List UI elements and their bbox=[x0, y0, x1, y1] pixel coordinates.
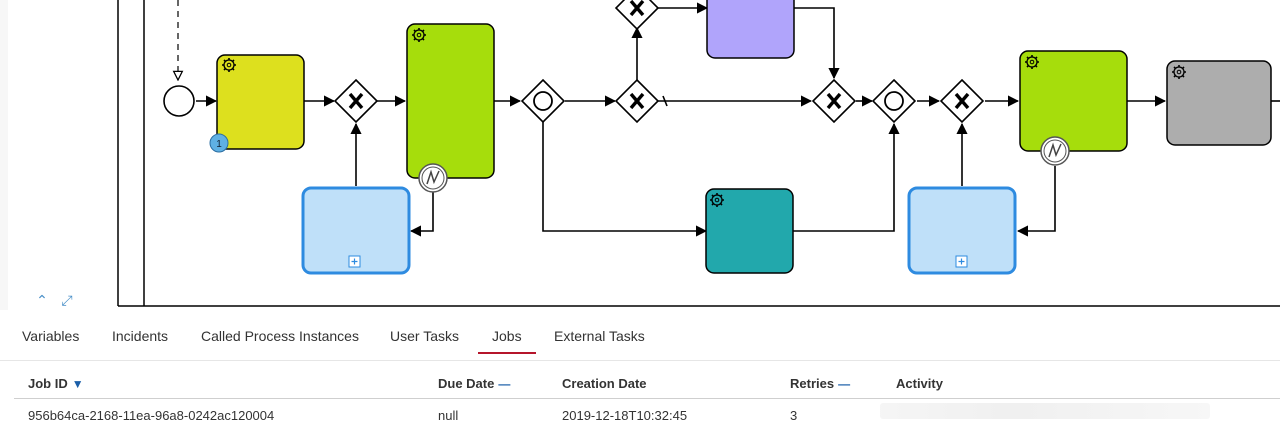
gateway-exclusive-5[interactable] bbox=[939, 78, 985, 124]
task-yellow[interactable] bbox=[216, 54, 305, 150]
tab-called-process-instances[interactable]: Called Process Instances bbox=[201, 328, 359, 344]
tab-variables[interactable]: Variables bbox=[22, 328, 80, 344]
column-header-job-id[interactable]: Job ID▼ bbox=[28, 376, 84, 391]
subprocess-2[interactable] bbox=[907, 186, 1017, 275]
gateway-exclusive-1[interactable] bbox=[333, 78, 379, 124]
task-gray[interactable] bbox=[1166, 60, 1272, 146]
start-event[interactable] bbox=[163, 85, 195, 117]
timer-icon[interactable] bbox=[1040, 136, 1070, 166]
subprocess-1[interactable] bbox=[301, 186, 411, 275]
process-diagram[interactable]: 1 bbox=[0, 0, 1280, 310]
cell-job-id: 956b64ca-2168-11ea-96a8-0242ac120004 bbox=[28, 408, 275, 423]
task-green-2[interactable] bbox=[1019, 50, 1128, 152]
column-header-activity[interactable]: Activity bbox=[896, 376, 943, 391]
column-header-creation-date[interactable]: Creation Date bbox=[562, 376, 647, 391]
sequence-flows bbox=[196, 2, 1280, 237]
cell-retries[interactable]: 3 bbox=[790, 408, 798, 423]
gateway-inclusive-1[interactable] bbox=[521, 79, 565, 123]
chevron-down-icon[interactable]: ▼ bbox=[71, 377, 84, 391]
timer-icon[interactable] bbox=[418, 163, 448, 193]
gateway-exclusive-2[interactable] bbox=[614, 78, 660, 124]
tab-external-tasks[interactable]: External Tasks bbox=[554, 328, 645, 344]
minus-icon[interactable]: — bbox=[838, 377, 851, 391]
gateway-exclusive-3[interactable] bbox=[614, 0, 660, 31]
minus-icon[interactable]: — bbox=[498, 377, 511, 391]
cell-creation-date: 2019-12-18T10:32:45 bbox=[562, 408, 688, 423]
detail-tabs: Variables Incidents Called Process Insta… bbox=[0, 310, 1280, 361]
svg-text:1: 1 bbox=[216, 139, 222, 150]
diagram-left-margin bbox=[0, 0, 8, 310]
pool-border bbox=[117, 0, 1280, 307]
column-header-retries[interactable]: Retries— bbox=[790, 376, 851, 391]
collapse-icon[interactable]: ⌃ bbox=[36, 292, 48, 308]
tab-jobs[interactable]: Jobs bbox=[478, 328, 536, 354]
cell-due-date: null bbox=[438, 408, 459, 423]
task-purple[interactable] bbox=[706, 0, 795, 59]
header-divider bbox=[14, 398, 1280, 399]
column-header-due-date[interactable]: Due Date— bbox=[438, 376, 511, 391]
cell-activity-redacted bbox=[880, 403, 1210, 419]
task-green-1[interactable] bbox=[406, 23, 495, 179]
task-teal[interactable] bbox=[705, 188, 794, 274]
tab-incidents[interactable]: Incidents bbox=[112, 328, 169, 344]
tab-user-tasks[interactable]: User Tasks bbox=[390, 328, 459, 344]
bpmn-canvas[interactable]: 1 bbox=[0, 0, 1280, 310]
gateway-exclusive-4[interactable] bbox=[811, 78, 857, 124]
gateway-inclusive-2[interactable] bbox=[872, 79, 916, 123]
jobs-table: Job ID▼ Due Date— Creation Date Retries—… bbox=[0, 361, 1280, 442]
token-badge[interactable]: 1 bbox=[209, 133, 229, 153]
expand-icon[interactable]: ⤢ bbox=[61, 292, 73, 308]
